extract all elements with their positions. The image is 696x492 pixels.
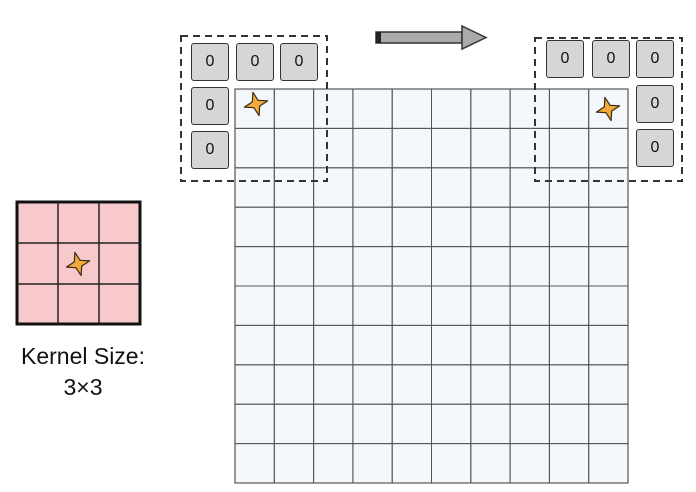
right-kernel-window <box>534 37 683 182</box>
left-kernel-window <box>180 35 328 182</box>
kernel-size-value: 3×3 <box>63 374 103 400</box>
padding-zero-cell: 0 <box>191 131 229 169</box>
kernel-size-label: Kernel Size: <box>20 343 145 369</box>
input-grid-cell <box>588 443 629 484</box>
padding-zero-cell: 0 <box>546 40 584 78</box>
slide-right-arrow-icon <box>375 24 488 51</box>
padding-zero-cell: 0 <box>236 43 274 81</box>
padding-zero-cell: 0 <box>191 87 229 125</box>
padding-zero-cell: 0 <box>636 129 674 167</box>
padding-zero-cell: 0 <box>280 43 318 81</box>
padding-zero-cell: 0 <box>636 85 674 123</box>
input-grid <box>234 88 629 484</box>
kernel-grid <box>15 200 142 326</box>
padding-zero-cell: 0 <box>636 40 674 78</box>
padding-zero-cell: 0 <box>592 40 630 78</box>
padding-zero-cell: 0 <box>191 43 229 81</box>
